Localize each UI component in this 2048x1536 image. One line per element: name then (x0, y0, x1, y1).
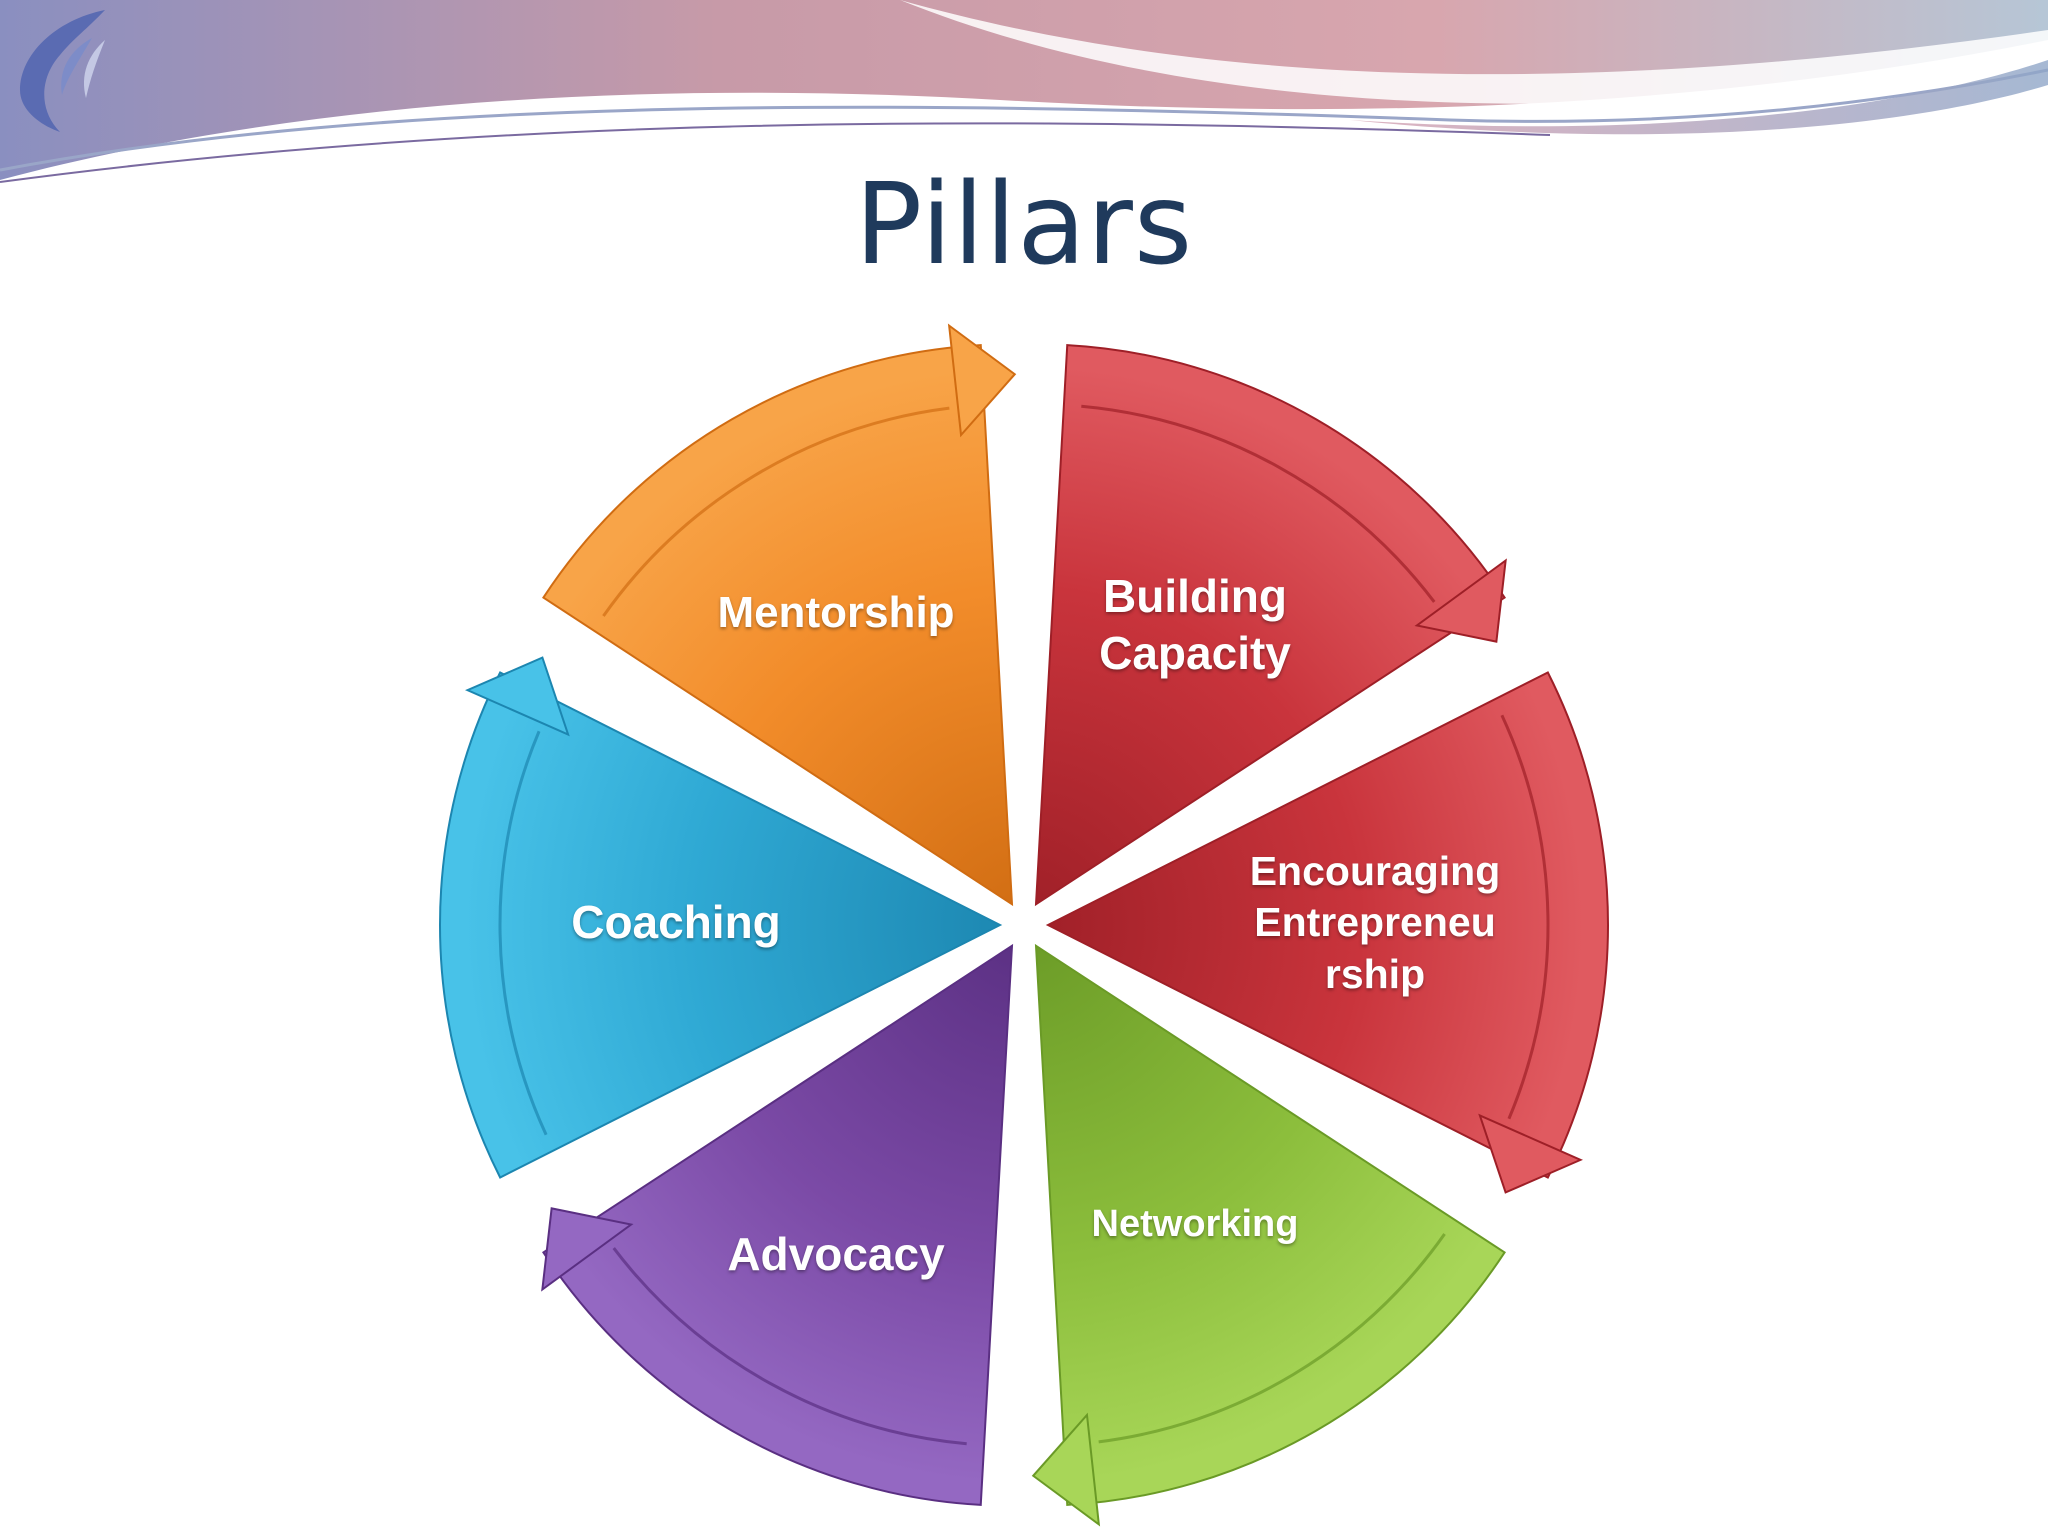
segment-arrow-track-mentorship (1081, 404, 1436, 603)
segment-label-coaching: Coaching (571, 896, 781, 948)
segment-arrowhead-networking (541, 1207, 634, 1292)
segment-label-encouraging-entrepreneurship: Encouraging Entrepreneu rship (1249, 848, 1501, 997)
segment-arrow-track-encouraging-entrepreneurship (1098, 1233, 1446, 1444)
segment-mentorship (1034, 344, 1506, 907)
segment-arrowhead-building-capacity (1478, 1113, 1584, 1194)
segment-label-mentorship: Mentorship (717, 587, 955, 637)
segment-arrow-track-building-capacity (1500, 714, 1550, 1120)
segment-arrowhead-encouraging-entrepreneurship (1031, 1412, 1101, 1527)
segment-arrow-track-networking (612, 1247, 967, 1446)
segment-arrowhead-advocacy (464, 656, 570, 737)
segment-networking (542, 943, 1014, 1506)
segment-encouraging-entrepreneurship (1034, 943, 1506, 1506)
segment-advocacy (439, 671, 1003, 1179)
segment-arrow-track-advocacy (498, 730, 548, 1136)
segment-label-advocacy: Advocacy (727, 1228, 945, 1280)
slide-title: Pillars (854, 160, 1194, 290)
segment-arrow-track-coaching (602, 406, 950, 617)
logo-icon (20, 10, 105, 132)
segment-coaching (542, 344, 1014, 907)
header-swoosh-decoration (0, 0, 2048, 183)
segment-arrowhead-mentorship (1414, 558, 1507, 643)
segment-label-networking: Networking (1091, 1203, 1299, 1245)
segment-building-capacity (1045, 671, 1609, 1179)
segment-label-building-capacity: Building Capacity (1099, 569, 1291, 680)
segment-arrowhead-coaching (947, 323, 1017, 438)
